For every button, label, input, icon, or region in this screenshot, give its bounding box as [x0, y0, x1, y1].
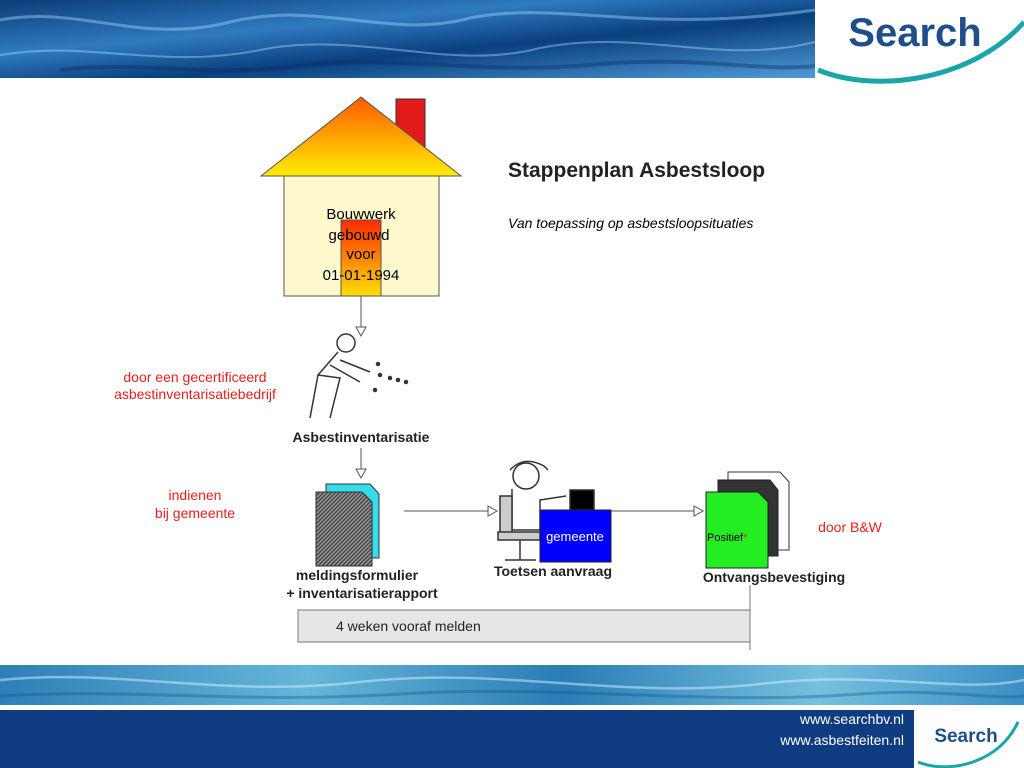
form-label-2: + inventarisatierapport	[286, 585, 438, 601]
footer-logo[interactable]: Search	[934, 726, 997, 747]
positive-label: Positief*	[707, 532, 748, 544]
top-banner: Search	[0, 0, 1024, 84]
slide-title: Stappenplan Asbestsloop	[508, 159, 765, 182]
slide-subtitle: Van toepassing op asbestsloopsituaties	[508, 215, 753, 231]
house-line-4: 01-01-1994	[323, 267, 400, 284]
receipt-documents-icon	[705, 471, 790, 569]
timeline-label: 4 weken vooraf melden	[336, 618, 481, 634]
inventory-label: Asbestinventarisatie	[293, 429, 430, 445]
house-illustration: Bouwwerk gebouwd voor 01-01-1994	[259, 96, 463, 297]
approval-note: door B&W	[818, 519, 883, 535]
request-label: Toetsen aanvraag	[494, 563, 612, 579]
municipality-label: gemeente	[546, 529, 604, 544]
roof	[259, 96, 463, 177]
submit-note-2: bij gemeente	[155, 505, 235, 521]
municipality-box	[539, 509, 612, 563]
house-line-3: voor	[346, 246, 375, 263]
inventory-note-1: door een gecertificeerd	[123, 369, 266, 385]
door	[340, 219, 382, 297]
submit-note-1: indienen	[169, 487, 222, 503]
house-line-1: Bouwwerk	[326, 206, 396, 223]
logo-swoosh	[817, 20, 1024, 84]
receipt-label: Ontvangsbevestiging	[703, 569, 845, 585]
footer-url-1[interactable]: www.searchbv.nl	[799, 711, 904, 727]
timeline-bar	[297, 609, 751, 643]
header-logo[interactable]: Search	[848, 11, 981, 55]
inventory-note-2: asbestinventarisatiebedrijf	[114, 386, 276, 402]
bottom-banner: Search www.searchbv.nl www.asbestfeiten.…	[0, 665, 1024, 768]
inspector-icon	[309, 333, 409, 419]
form-documents-icon	[315, 483, 380, 567]
house-line-2: gebouwd	[329, 227, 390, 244]
footer-url-2[interactable]: www.asbestfeiten.nl	[779, 732, 904, 748]
form-label-1: meldingsformulier	[296, 567, 419, 583]
